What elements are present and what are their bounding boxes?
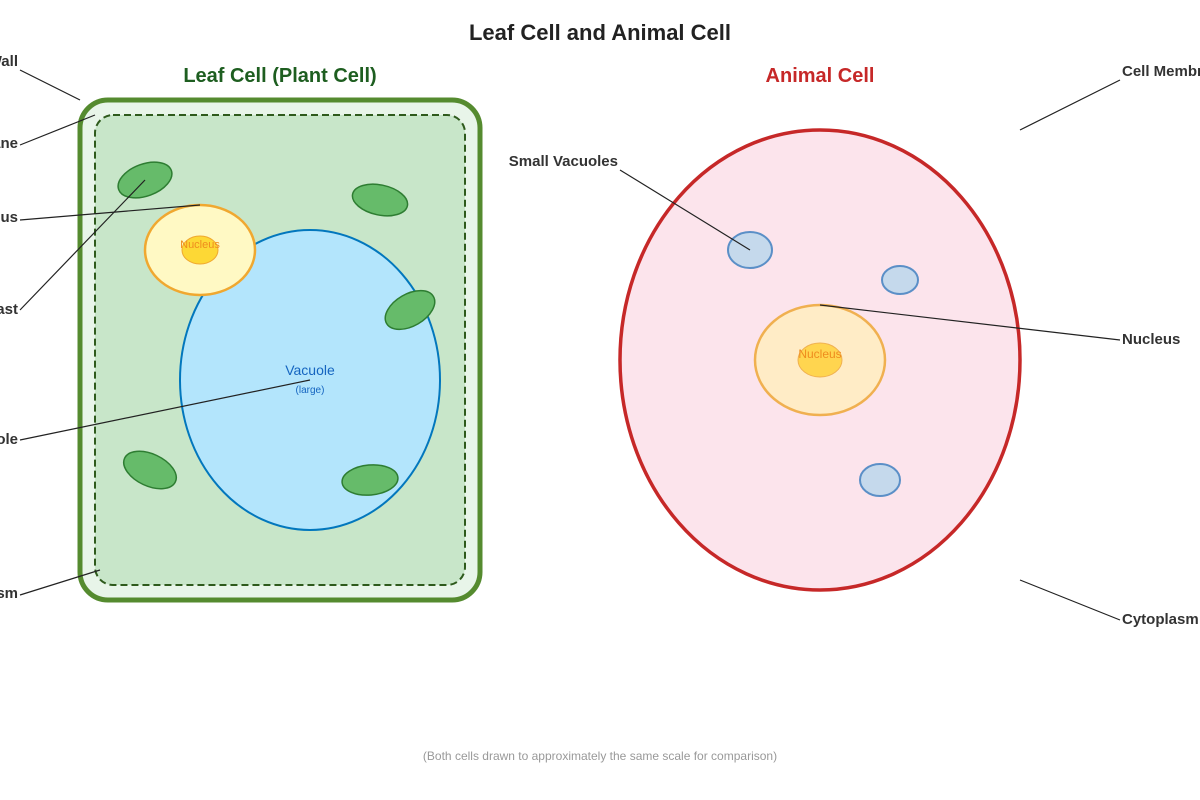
animal-cell-title: Animal Cell — [766, 65, 875, 87]
callout-plant-cytoplasm: Cytoplasm — [0, 585, 18, 602]
animal-cell: Animal Cell Nucleus Small Vacuoles Cell … — [509, 63, 1200, 628]
callout-animal-nucleus: Nucleus — [1122, 331, 1180, 348]
plant-vacuole-label: Vacuole — [285, 362, 335, 378]
diagram-title: Leaf Cell and Animal Cell — [469, 20, 731, 45]
chloroplast — [122, 450, 178, 490]
chloroplast — [341, 464, 399, 496]
leader-line — [19, 379, 311, 441]
leader-line — [19, 179, 146, 311]
callout-plant-cell-wall: Cell Wall — [0, 53, 18, 70]
plant-nucleolus — [181, 235, 219, 265]
plant-nucleus-label: Nucleus — [180, 239, 220, 251]
plant-cell: Leaf Cell (Plant Cell) Vacuole (large) N… — [0, 53, 483, 603]
callout-plant-chloroplast: Chloroplast — [0, 301, 18, 318]
footnote: (Both cells drawn to approximately the s… — [423, 749, 777, 763]
animal-small-vacuole — [859, 463, 901, 497]
leader-line — [19, 569, 101, 596]
leader-line — [1019, 579, 1121, 621]
leader-line — [1019, 79, 1121, 131]
leader-line — [819, 304, 1121, 341]
callout-plant-nucleus: Nucleus — [0, 209, 18, 226]
leader-line — [19, 69, 81, 101]
plant-cell-title: Leaf Cell (Plant Cell) — [183, 65, 376, 87]
callout-animal-small-vacuoles: Small Vacuoles — [509, 153, 618, 170]
callout-animal-cell-membrane: Cell Membrane — [1122, 63, 1200, 80]
animal-nucleus-label: Nucleus — [798, 347, 841, 361]
callout-animal-cytoplasm: Cytoplasm — [1122, 611, 1199, 628]
callout-plant-cell-membrane: Cell Membrane — [0, 135, 18, 152]
callout-plant-vacuole: Vacuole — [0, 431, 18, 448]
animal-small-vacuole — [881, 265, 919, 295]
leader-line — [19, 114, 96, 146]
chloroplast — [351, 183, 409, 217]
animal-nucleolus — [797, 342, 843, 378]
leader-line — [19, 204, 201, 221]
plant-vacuole-sublabel: (large) — [296, 385, 325, 396]
chloroplast — [384, 289, 436, 331]
leader-line — [619, 169, 751, 251]
